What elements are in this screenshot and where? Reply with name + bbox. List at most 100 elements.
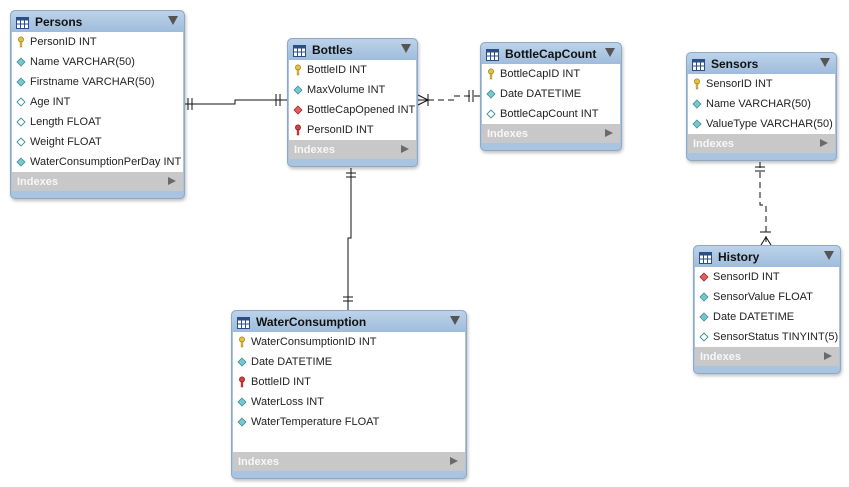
diamond-red-icon: [698, 271, 710, 283]
table-header[interactable]: Bottles: [288, 39, 417, 60]
column-label: BottleCapID INT: [500, 68, 581, 80]
column-row[interactable]: Firstname VARCHAR(50): [12, 72, 183, 92]
indexes-section[interactable]: Indexes: [482, 124, 620, 143]
collapse-arrow-icon[interactable]: [168, 16, 178, 25]
key-icon: [15, 36, 27, 48]
column-label: WaterConsumptionPerDay INT: [30, 156, 182, 168]
column-row[interactable]: ValueType VARCHAR(50): [688, 114, 835, 134]
relationship-bottles-bottlecapcount[interactable]: [416, 90, 480, 106]
column-row[interactable]: SensorValue FLOAT: [695, 287, 839, 307]
table-footer: [687, 153, 836, 160]
column-row[interactable]: WaterConsumptionPerDay INT: [12, 152, 183, 172]
table-title: BottleCapCount: [505, 46, 597, 61]
column-row[interactable]: WaterConsumptionID INT: [233, 332, 465, 352]
column-row[interactable]: Length FLOAT: [12, 112, 183, 132]
indexes-section[interactable]: Indexes: [695, 347, 839, 366]
diamond-outline-icon: [698, 331, 710, 343]
column-label: BottleCapOpened INT: [307, 104, 416, 116]
column-row[interactable]: Date DATETIME: [695, 307, 839, 327]
column-label: WaterTemperature FLOAT: [251, 416, 380, 428]
collapse-arrow-icon[interactable]: [824, 251, 834, 260]
indexes-label: Indexes: [294, 143, 335, 156]
table-header[interactable]: BottleCapCount: [481, 43, 621, 64]
column-row[interactable]: Weight FLOAT: [12, 132, 183, 152]
indexes-section[interactable]: Indexes: [289, 140, 416, 159]
column-row[interactable]: Age INT: [12, 92, 183, 112]
indexes-section[interactable]: Indexes: [12, 172, 183, 191]
column-row[interactable]: BottleCapCount INT: [482, 104, 620, 124]
column-label: Weight FLOAT: [30, 136, 102, 148]
relationship-sensors-history[interactable]: [755, 162, 772, 246]
collapse-arrow-icon[interactable]: [820, 58, 830, 67]
column-row[interactable]: Name VARCHAR(50): [12, 52, 183, 72]
relationship-bottles-waterconsumption[interactable]: [343, 168, 356, 310]
column-list: PersonID INT Name VARCHAR(50) Firstname VA…: [12, 32, 183, 172]
column-row[interactable]: MaxVolume INT: [289, 80, 416, 100]
collapse-arrow-icon[interactable]: [401, 44, 411, 53]
diamond-filled-icon: [236, 356, 248, 368]
indexes-label: Indexes: [693, 137, 734, 150]
expand-arrow-icon[interactable]: [168, 177, 176, 185]
expand-arrow-icon[interactable]: [401, 145, 409, 153]
table-footer: [694, 366, 840, 373]
relationship-persons-bottles[interactable]: [183, 94, 287, 110]
expand-arrow-icon[interactable]: [824, 352, 832, 360]
column-label: Age INT: [30, 96, 71, 108]
diamond-outline-icon: [485, 108, 497, 120]
column-list: SensorID INT SensorValue FLOAT Date DATETI…: [695, 267, 839, 347]
column-label: BottleID INT: [307, 64, 367, 76]
diamond-red-icon: [292, 104, 304, 116]
expand-arrow-icon[interactable]: [605, 129, 613, 137]
collapse-arrow-icon[interactable]: [450, 316, 460, 325]
column-row[interactable]: Date DATETIME: [482, 84, 620, 104]
table-header[interactable]: History: [694, 246, 840, 267]
indexes-section[interactable]: Indexes: [688, 134, 835, 153]
column-label: Date DATETIME: [713, 311, 795, 323]
column-row[interactable]: PersonID INT: [289, 120, 416, 140]
column-label: SensorValue FLOAT: [713, 291, 813, 303]
column-row[interactable]: Name VARCHAR(50): [688, 94, 835, 114]
column-row[interactable]: BottleID INT: [289, 60, 416, 80]
indexes-label: Indexes: [238, 455, 279, 468]
column-label: SensorID INT: [713, 271, 780, 283]
column-label: Name VARCHAR(50): [30, 56, 135, 68]
table-header[interactable]: Persons: [11, 11, 184, 32]
expand-arrow-icon[interactable]: [450, 457, 458, 465]
diamond-filled-icon: [236, 416, 248, 428]
column-row[interactable]: PersonID INT: [12, 32, 183, 52]
column-row[interactable]: WaterTemperature FLOAT: [233, 412, 465, 432]
table-icon: [692, 58, 705, 71]
diamond-filled-icon: [292, 84, 304, 96]
column-row[interactable]: BottleCapID INT: [482, 64, 620, 84]
collapse-arrow-icon[interactable]: [605, 48, 615, 57]
column-row[interactable]: SensorStatus TINYINT(5): [695, 327, 839, 347]
table-icon: [486, 48, 499, 61]
column-row[interactable]: BottleCapOpened INT: [289, 100, 416, 120]
column-label: Date DATETIME: [500, 88, 582, 100]
indexes-section[interactable]: Indexes: [233, 452, 465, 471]
column-row[interactable]: SensorID INT: [688, 74, 835, 94]
diamond-filled-icon: [698, 311, 710, 323]
foreign-key-icon: [236, 376, 248, 388]
expand-arrow-icon[interactable]: [820, 139, 828, 147]
table-icon: [16, 16, 29, 29]
table-icon: [293, 44, 306, 57]
table-header[interactable]: WaterConsumption: [232, 311, 466, 332]
table-header[interactable]: Sensors: [687, 53, 836, 74]
column-row[interactable]: WaterLoss INT: [233, 392, 465, 412]
column-label: BottleID INT: [251, 376, 311, 388]
column-label: PersonID INT: [30, 36, 97, 48]
indexes-label: Indexes: [17, 175, 58, 188]
column-row[interactable]: Date DATETIME: [233, 352, 465, 372]
column-row[interactable]: SensorID INT: [695, 267, 839, 287]
table-footer: [11, 191, 184, 198]
column-row[interactable]: BottleID INT: [233, 372, 465, 392]
